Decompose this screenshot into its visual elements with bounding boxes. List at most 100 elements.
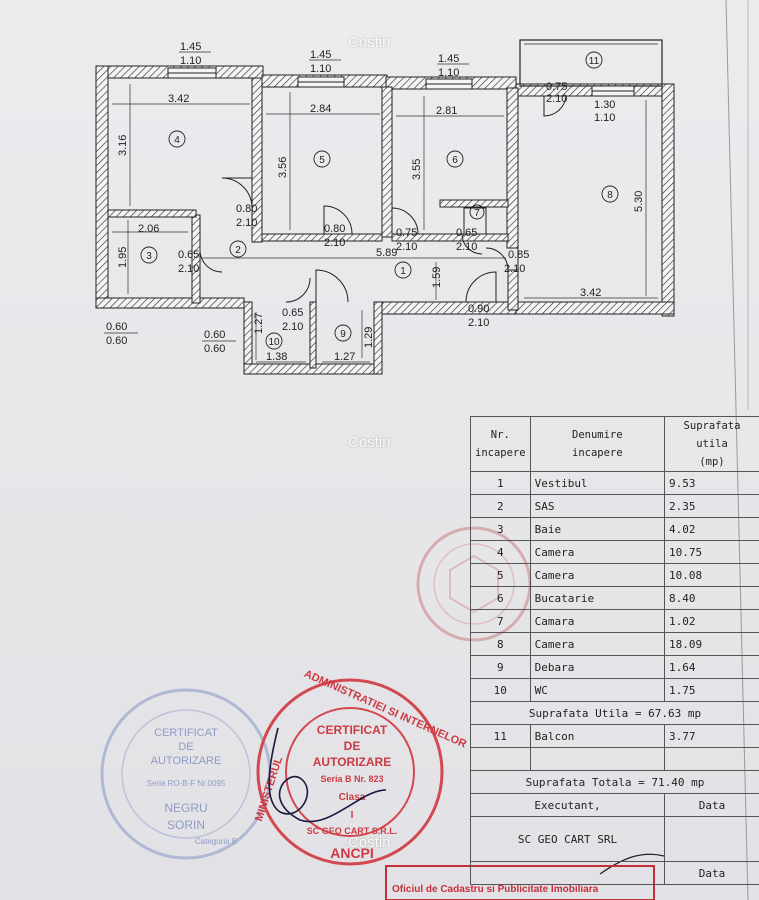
dim-label: 0.65 <box>178 249 199 261</box>
dim-label: 1.95 <box>117 247 129 268</box>
dim-label: 0.60 <box>106 335 127 347</box>
dim-label: 0.75 <box>396 227 417 239</box>
table-header: Nr. incapere Denumire incapere Suprafata… <box>470 416 759 472</box>
second-data-row: Data <box>470 861 759 885</box>
header-nr: Nr. incapere <box>470 416 531 472</box>
watermark: Costin <box>348 34 391 51</box>
room-number: 4 <box>174 135 180 146</box>
windows <box>167 67 635 97</box>
dim-label: 2.10 <box>456 241 477 253</box>
dim-label: 5.89 <box>376 247 397 259</box>
dim-label: 0.60 <box>204 343 225 355</box>
header-area: Suprafata utila (mp) <box>664 416 759 472</box>
window-2-width: 1.45 <box>310 49 331 61</box>
dim-label: 1.59 <box>431 267 443 288</box>
dim-label: 0.80 <box>324 223 345 235</box>
dim-label: 0.75 <box>546 81 567 93</box>
svg-text:SORIN: SORIN <box>167 818 205 832</box>
room-number: 7 <box>474 208 480 219</box>
dim-label: 1.30 <box>594 99 615 111</box>
header-name: Denumire incapere <box>529 416 666 472</box>
room-number: 3 <box>146 251 152 262</box>
room-number: 9 <box>340 329 346 340</box>
svg-text:CERTIFICAT: CERTIFICAT <box>154 727 218 739</box>
dim-label: 2.10 <box>236 217 257 229</box>
dim-label: 2.06 <box>138 223 159 235</box>
window-3-width: 1.45 <box>438 53 459 65</box>
svg-text:DE: DE <box>344 739 361 753</box>
room-number: 1 <box>400 266 406 277</box>
svg-text:I: I <box>351 810 354 821</box>
window-1-width: 1.45 <box>180 41 201 53</box>
dim-label: 1.10 <box>594 112 615 124</box>
dim-label: 2.84 <box>310 103 331 115</box>
svg-text:Seria B Nr. 823: Seria B Nr. 823 <box>320 774 383 784</box>
useful-total-row: Suprafata Utila = 67.63 mp <box>470 701 759 725</box>
rooms-table: Nr. incapere Denumire incapere Suprafata… <box>470 416 759 885</box>
balcony-outline <box>519 39 663 87</box>
room-number: 10 <box>268 337 280 348</box>
dim-label: 0.60 <box>204 329 225 341</box>
dim-label: 3.56 <box>277 157 289 178</box>
signature <box>268 727 387 823</box>
svg-text:CERTIFICAT: CERTIFICAT <box>317 723 388 737</box>
executant-row: SC GEO CART SRL <box>470 816 759 862</box>
svg-text:Seria RO-B-F Nr.0095: Seria RO-B-F Nr.0095 <box>147 779 226 788</box>
svg-text:AUTORIZARE: AUTORIZARE <box>313 755 391 769</box>
dim-label: 1.38 <box>266 351 287 363</box>
dim-label: 2.10 <box>282 321 303 333</box>
dim-label: 0.65 <box>456 227 477 239</box>
blue-stamp: CERTIFICAT DE AUTORIZARE Seria RO-B-F Nr… <box>100 688 272 860</box>
grand-total-row: Suprafata Totala = 71.40 mp <box>470 770 759 794</box>
svg-text:Clasa: Clasa <box>339 792 366 803</box>
dim-label: 2.10 <box>396 241 417 253</box>
dim-label: 0.90 <box>468 303 489 315</box>
dim-label: 5.30 <box>633 191 645 212</box>
room-number: 8 <box>607 190 613 201</box>
svg-text:DE: DE <box>178 741 193 753</box>
dim-label: 3.16 <box>117 135 129 156</box>
dim-label: 3.55 <box>411 159 423 180</box>
dim-label: 2.10 <box>178 263 199 275</box>
dim-label: 0.85 <box>508 249 529 261</box>
svg-text:ANCPI: ANCPI <box>330 845 374 861</box>
room-number: 11 <box>589 56 600 67</box>
dimension-lines <box>104 51 658 363</box>
dim-label: 0.65 <box>282 307 303 319</box>
dim-label: 3.42 <box>580 287 601 299</box>
room-markers <box>140 51 619 350</box>
svg-text:SC GEO CART S.R.L.: SC GEO CART S.R.L. <box>307 826 398 836</box>
watermark: Costin <box>348 434 391 451</box>
dim-label: 1.27 <box>253 313 265 334</box>
dim-label: 2.10 <box>324 237 345 249</box>
watermark: Costin <box>348 834 391 851</box>
room-number: 5 <box>319 155 325 166</box>
window-3-height: 1.10 <box>438 67 459 79</box>
door-swings <box>199 95 567 303</box>
dim-label: 2.10 <box>468 317 489 329</box>
svg-text:NEGRU: NEGRU <box>164 801 207 815</box>
dim-label: 2.10 <box>504 263 525 275</box>
room-number: 6 <box>452 155 458 166</box>
window-2-height: 1.10 <box>310 63 331 75</box>
dim-label: 1.27 <box>334 351 355 363</box>
dim-label: 2.81 <box>436 105 457 117</box>
spacer-row <box>470 747 759 771</box>
svg-text:Categoria B: Categoria B <box>195 837 237 846</box>
dim-label: 0.80 <box>236 203 257 215</box>
executant-header-row: Executant,Data <box>470 793 759 817</box>
dim-label: 0.60 <box>106 321 127 333</box>
walls <box>95 65 675 375</box>
svg-text:ADMINISTRATIEI SI INTERNELOR: ADMINISTRATIEI SI INTERNELOR <box>302 668 468 751</box>
svg-text:AUTORIZARE: AUTORIZARE <box>151 755 222 767</box>
